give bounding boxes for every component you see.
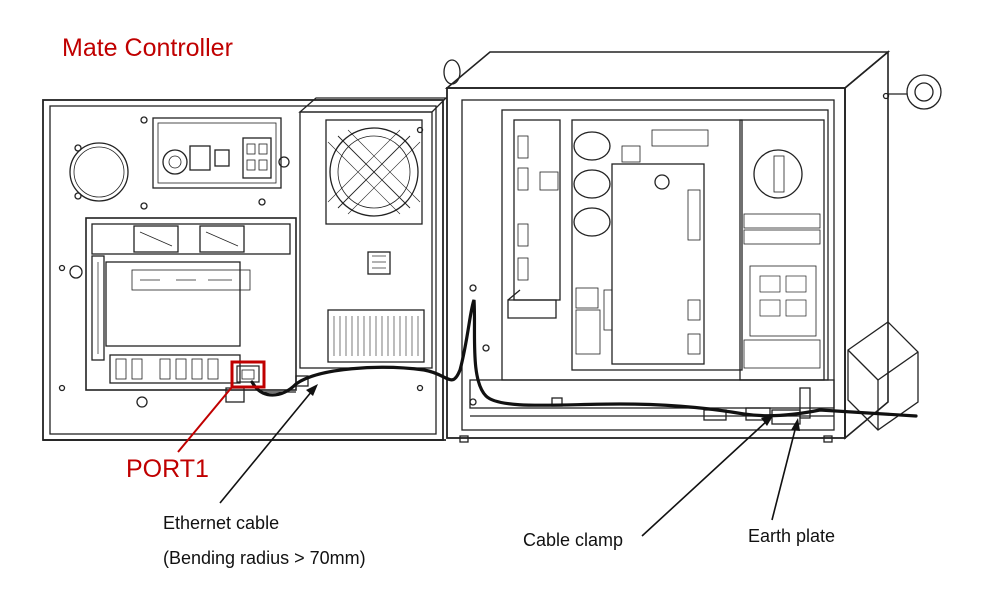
port1-leader-line (177, 386, 233, 453)
left-door (42, 99, 446, 441)
diagram-title: Mate Controller (62, 34, 233, 62)
earth-plate-label: Earth plate (748, 526, 836, 546)
ethernet-cable-path (250, 299, 918, 418)
earth-plate-leader-line (771, 425, 797, 521)
fan-unit (298, 97, 448, 369)
cable-clamp-leader-arrow (761, 414, 774, 426)
ethernet-leader-arrow (306, 384, 318, 396)
ethernet-leader-line (219, 390, 313, 504)
key-switch-icon (162, 149, 188, 175)
cable-clamp-label: Cable clamp (523, 530, 624, 550)
door-round-cutout (69, 142, 129, 202)
cabinet-body (443, 50, 942, 443)
fan-icon (329, 127, 419, 217)
bending-radius-label: (Bending radius > 70mm) (163, 548, 366, 568)
battery-icon (753, 149, 803, 199)
eye-bolt-right-icon (906, 74, 942, 110)
ethernet-cable-label: Ethernet cable (163, 513, 280, 533)
cable-clamp-leader-line (641, 419, 769, 537)
eye-bolt-left-icon (443, 59, 461, 85)
port1-label: PORT1 (126, 455, 209, 483)
earth-plate-leader-arrow (791, 418, 800, 431)
port1-highlight-box (230, 360, 266, 389)
